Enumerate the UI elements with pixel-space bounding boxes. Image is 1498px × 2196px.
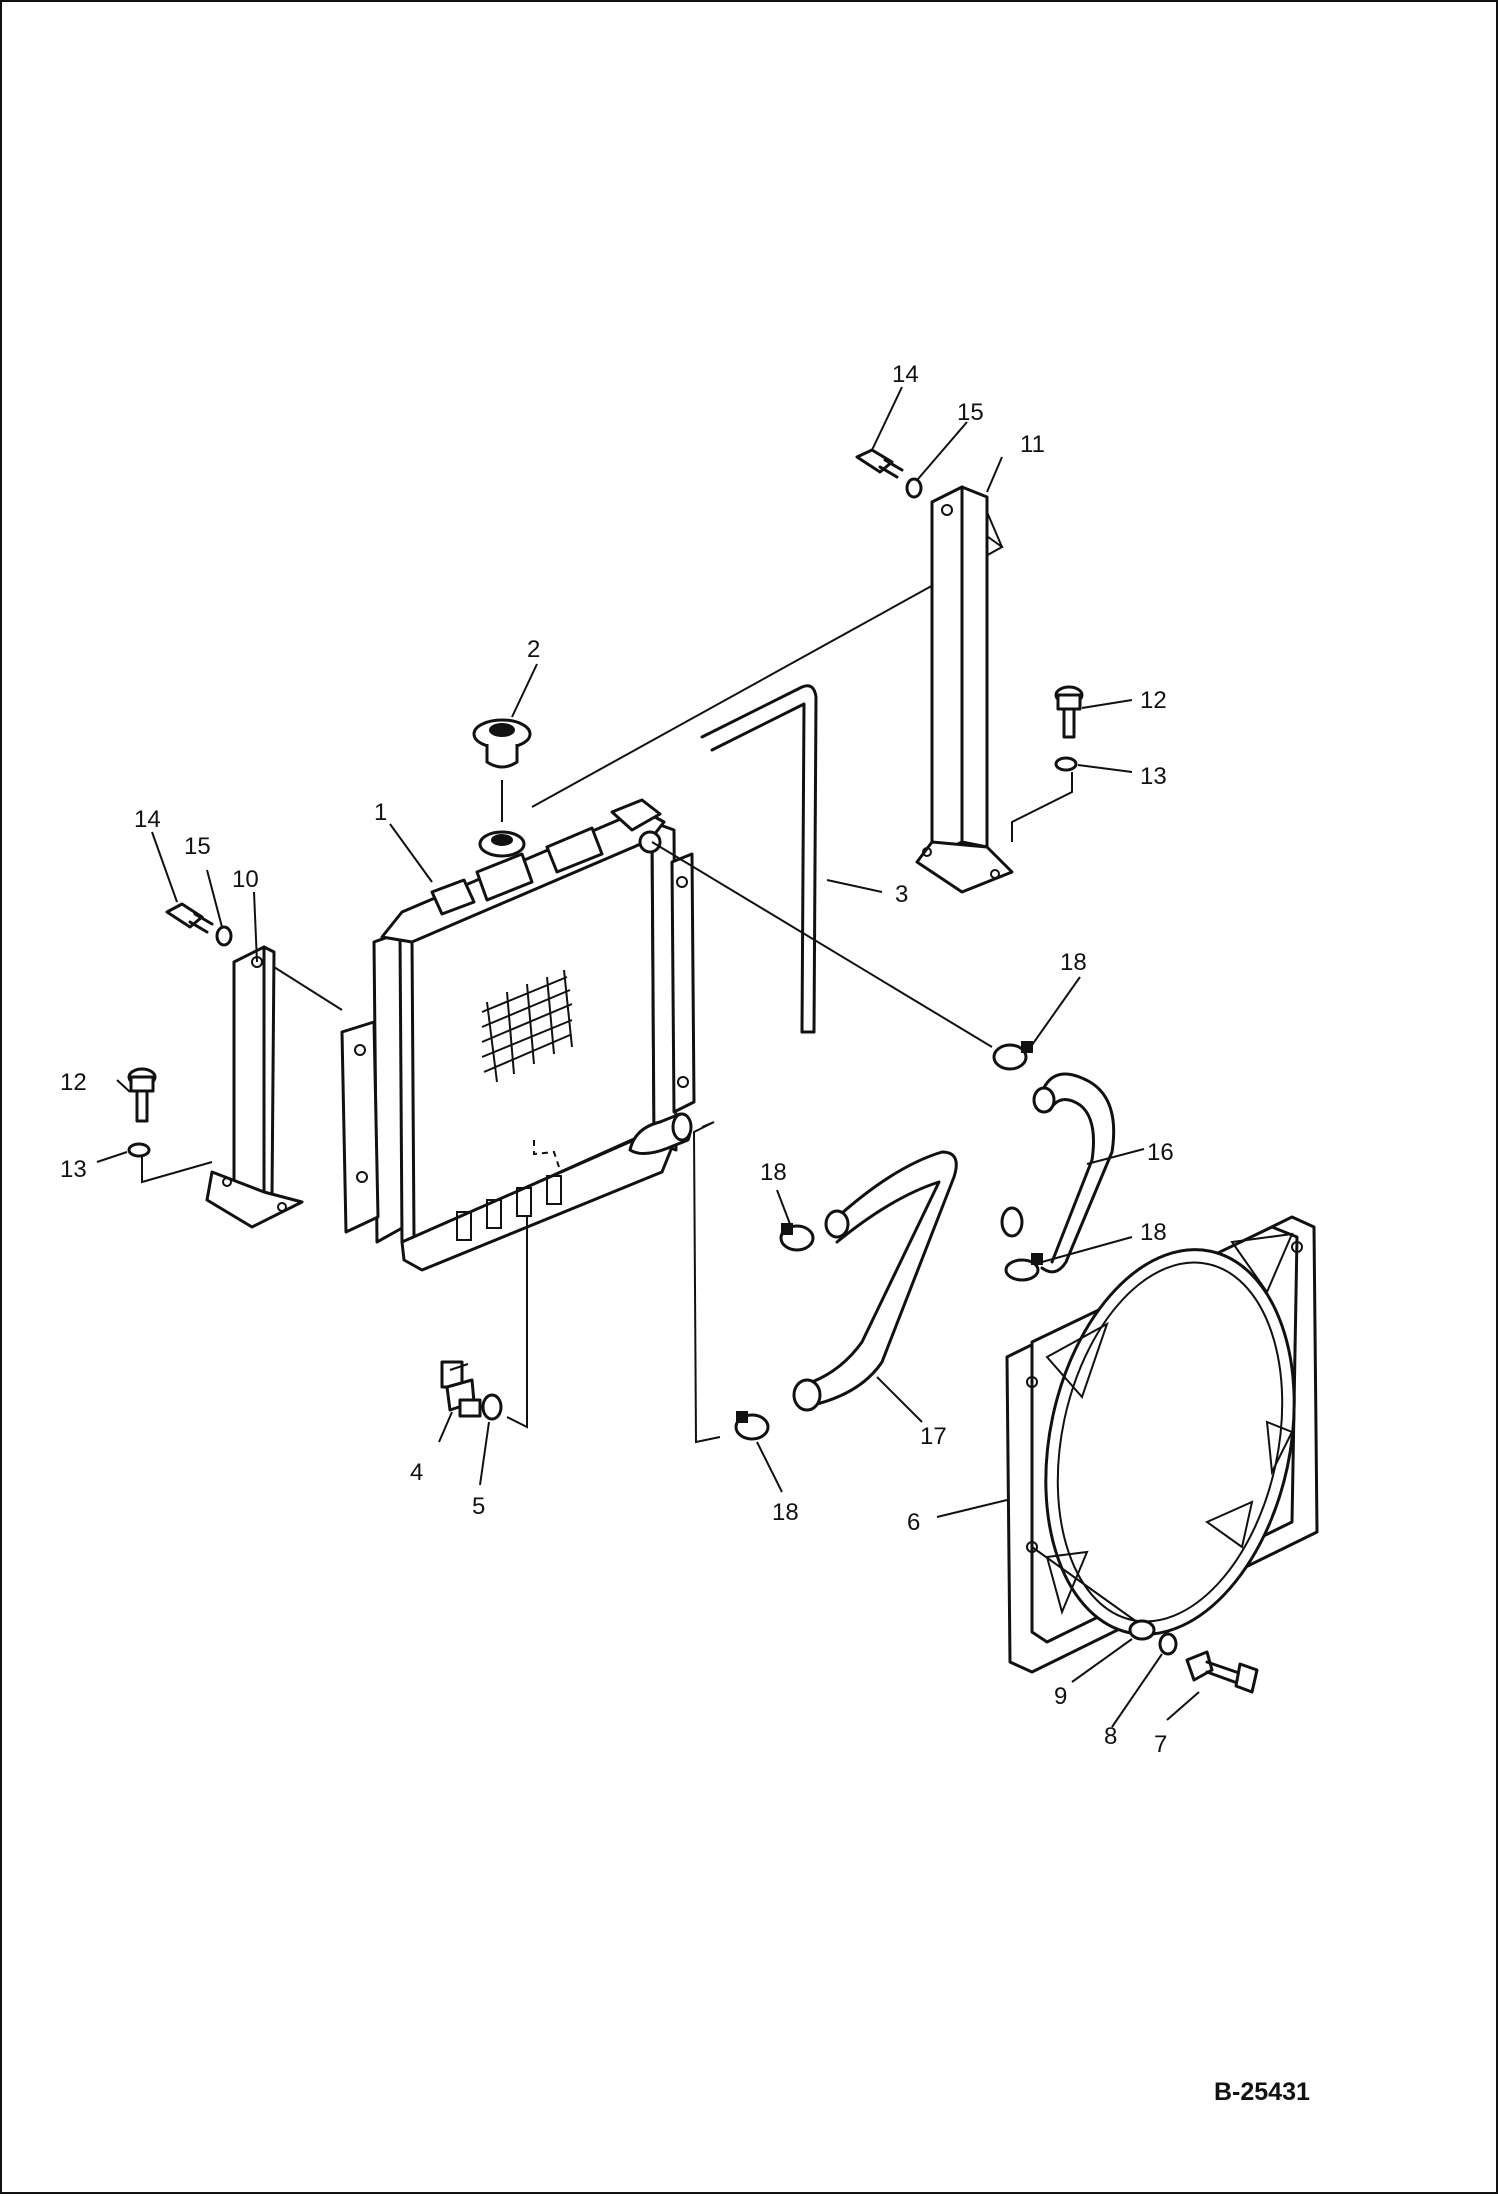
- callout-14-right: 14: [892, 361, 919, 388]
- hose-clamp-upper: [992, 1041, 1033, 1071]
- bolt-12-right: [1054, 685, 1084, 739]
- spring-washer-8: [1158, 1632, 1178, 1656]
- overflow-pipe: [700, 684, 818, 1034]
- callout-12-right: 12: [1140, 687, 1167, 714]
- callout-13-left: 13: [60, 1156, 87, 1183]
- callout-10: 10: [232, 866, 259, 893]
- radiator-cap: [472, 718, 532, 769]
- callout-1: 1: [374, 799, 387, 826]
- lower-hose: [792, 1150, 958, 1412]
- callout-14-left: 14: [134, 806, 161, 833]
- washer-13-left: [127, 1142, 151, 1158]
- callout-11: 11: [1020, 431, 1045, 458]
- hose-clamp-middle: [779, 1223, 815, 1252]
- washer-13-right: [1054, 756, 1078, 772]
- callout-3: 3: [895, 881, 908, 908]
- washer-15-left: [215, 925, 233, 947]
- o-ring: [481, 1393, 503, 1421]
- washer-15-right: [905, 477, 923, 499]
- callout-2: 2: [527, 636, 540, 663]
- callout-leaders: [96, 386, 1200, 1728]
- drawing-code: B-25431: [1214, 2078, 1310, 2106]
- washer-9: [1128, 1619, 1156, 1641]
- bolt-12-left: [127, 1067, 157, 1123]
- bracket-left: [205, 945, 304, 1229]
- callout-6: 6: [907, 1509, 920, 1536]
- bracket-right: [915, 485, 1014, 894]
- bolt-14-left: [165, 902, 214, 934]
- fan-shroud: [1005, 1215, 1319, 1674]
- callout-8: 8: [1104, 1723, 1117, 1750]
- callout-15-left: 15: [184, 833, 211, 860]
- callout-18-upper: 18: [1060, 949, 1087, 976]
- callout-7: 7: [1154, 1731, 1167, 1758]
- callout-18-middle: 18: [760, 1159, 787, 1186]
- bolt-7: [1185, 1650, 1259, 1694]
- callout-18-lower-right: 18: [1140, 1219, 1167, 1246]
- callout-16: 16: [1147, 1139, 1174, 1166]
- hose-clamp-lower-right: [1004, 1253, 1043, 1282]
- radiator: [340, 798, 696, 1272]
- callout-18-bottom: 18: [772, 1499, 799, 1526]
- callout-12-left: 12: [60, 1069, 87, 1096]
- callout-4: 4: [410, 1459, 423, 1486]
- callout-17: 17: [920, 1423, 947, 1450]
- drain-valve: [440, 1360, 482, 1418]
- callout-9: 9: [1054, 1683, 1067, 1710]
- upper-hose: [1000, 1072, 1116, 1274]
- hose-clamp-bottom: [734, 1411, 770, 1441]
- callout-15-right: 15: [957, 399, 984, 426]
- callout-13-right: 13: [1140, 763, 1167, 790]
- bolt-14-right: [855, 448, 904, 479]
- callout-numbers: 1 2 3 4 5 6 7 8 9 10 11 12 12 13 13 14 1…: [60, 361, 1174, 1758]
- callout-5: 5: [472, 1493, 485, 1520]
